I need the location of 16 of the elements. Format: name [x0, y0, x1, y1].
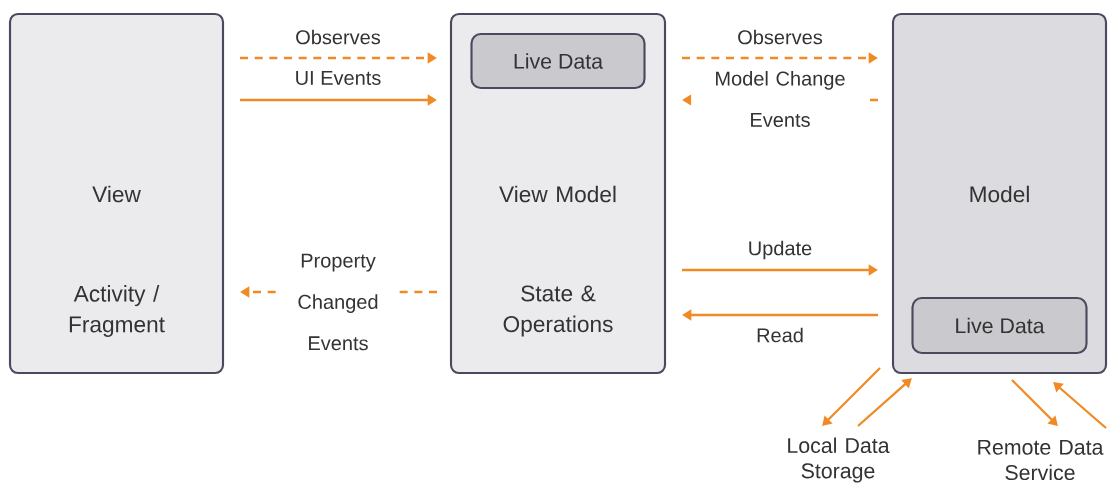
- storage-label: Remote Data Service: [978, 439, 1104, 481]
- component-box: View Activity / Fragment: [8, 12, 225, 375]
- edge-label: Read: [757, 327, 803, 343]
- edge-label: Update: [749, 240, 812, 260]
- arrow: [1011, 379, 1058, 426]
- edge-label: Model Change Events: [691, 69, 869, 129]
- arrow: [1053, 382, 1107, 429]
- edge-label: Observes: [738, 29, 823, 45]
- edge-label: Property Changed Events: [279, 252, 397, 352]
- edge-label: Observes: [296, 29, 381, 45]
- live-data-box: Live Data: [911, 296, 1088, 355]
- arrow: [857, 378, 912, 427]
- live-data-box: Live Data: [470, 32, 646, 90]
- arrow: [822, 367, 881, 426]
- storage-label: Local Data Storage: [788, 437, 890, 483]
- edge-label: UI Events: [296, 71, 381, 85]
